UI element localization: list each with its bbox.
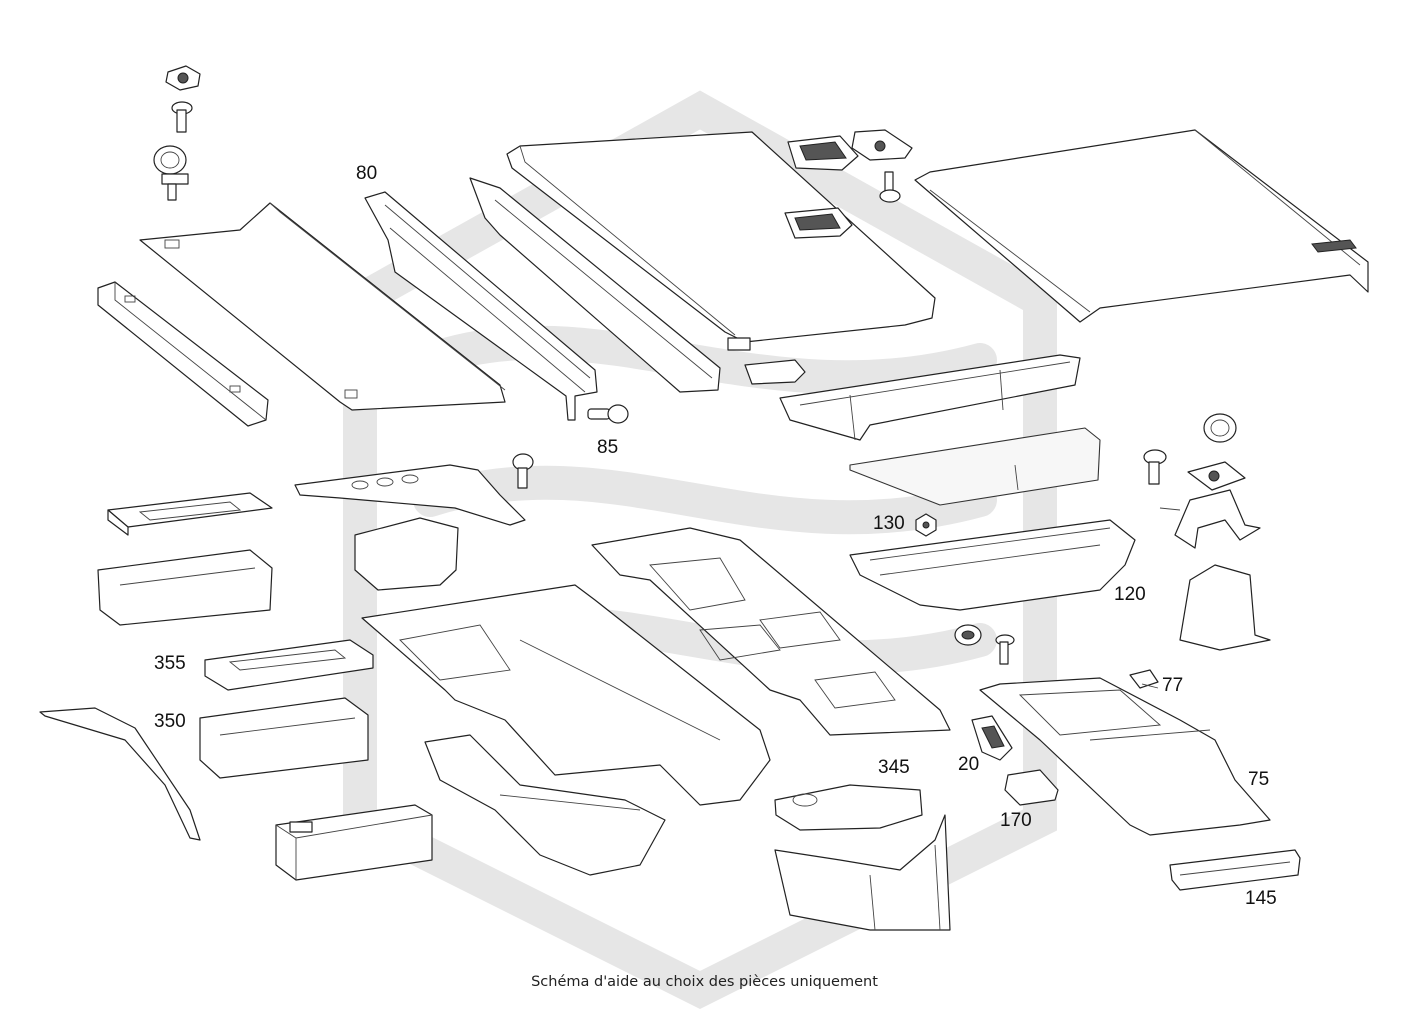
callout-355: 355	[154, 653, 186, 674]
foam-box-left	[97, 549, 273, 626]
foam-355	[204, 639, 374, 691]
upper-trim	[779, 354, 1081, 441]
eye-bolt-left	[153, 145, 189, 201]
callout-85: 85	[597, 437, 618, 458]
flat-tray	[849, 427, 1101, 506]
callout-130: 130	[873, 513, 905, 534]
support-right	[1179, 564, 1271, 651]
cover-170	[1004, 769, 1059, 806]
tray-345	[774, 784, 923, 831]
clip-top-left	[165, 65, 201, 91]
foam-top-left	[107, 492, 273, 536]
foam-block	[354, 517, 459, 591]
tray-120	[849, 519, 1136, 611]
center-cover-panel	[506, 131, 936, 351]
rail-middle	[469, 177, 721, 393]
rail-80	[364, 191, 598, 421]
switch-20	[971, 715, 1013, 761]
caption: Schéma d'aide au choix des pièces unique…	[531, 974, 878, 990]
trim-145	[1169, 849, 1301, 891]
floor-left	[361, 584, 771, 806]
side-panel-lower	[774, 814, 951, 931]
bracket-right	[1174, 489, 1261, 549]
screw-center	[995, 634, 1015, 665]
callout-145: 145	[1245, 888, 1277, 909]
bracket-holes	[294, 464, 526, 526]
nut-130	[915, 513, 937, 537]
clip-77	[1129, 669, 1159, 689]
callout-120: 120	[1114, 584, 1146, 605]
callout-20: 20	[958, 754, 979, 775]
floor-75	[979, 677, 1271, 836]
callout-75: 75	[1248, 769, 1269, 790]
eye-bolt-right	[1203, 413, 1237, 443]
grommet	[954, 624, 982, 646]
pin-top	[879, 171, 901, 203]
callout-80: 80	[356, 163, 377, 184]
leader-lines	[1141, 507, 1181, 689]
battery-box	[275, 804, 433, 881]
floor-right	[591, 527, 951, 736]
latch-top	[851, 129, 913, 161]
left-floor-panel	[139, 202, 506, 411]
bolt-85	[587, 404, 629, 424]
screw-right	[1143, 449, 1167, 485]
strap-left	[39, 707, 201, 841]
callout-170: 170	[1000, 810, 1032, 831]
screw-top-left	[171, 101, 193, 133]
latch-small	[744, 359, 806, 385]
callout-77: 77	[1162, 675, 1183, 696]
plate-right	[1187, 461, 1246, 491]
callout-345: 345	[878, 757, 910, 778]
left-rail	[97, 281, 269, 427]
right-cover-panel	[914, 129, 1369, 323]
handle-top	[787, 135, 859, 171]
foam-350	[199, 697, 369, 779]
callout-350: 350	[154, 711, 186, 732]
bolt-upper	[512, 453, 534, 489]
tub-lower	[424, 734, 666, 876]
